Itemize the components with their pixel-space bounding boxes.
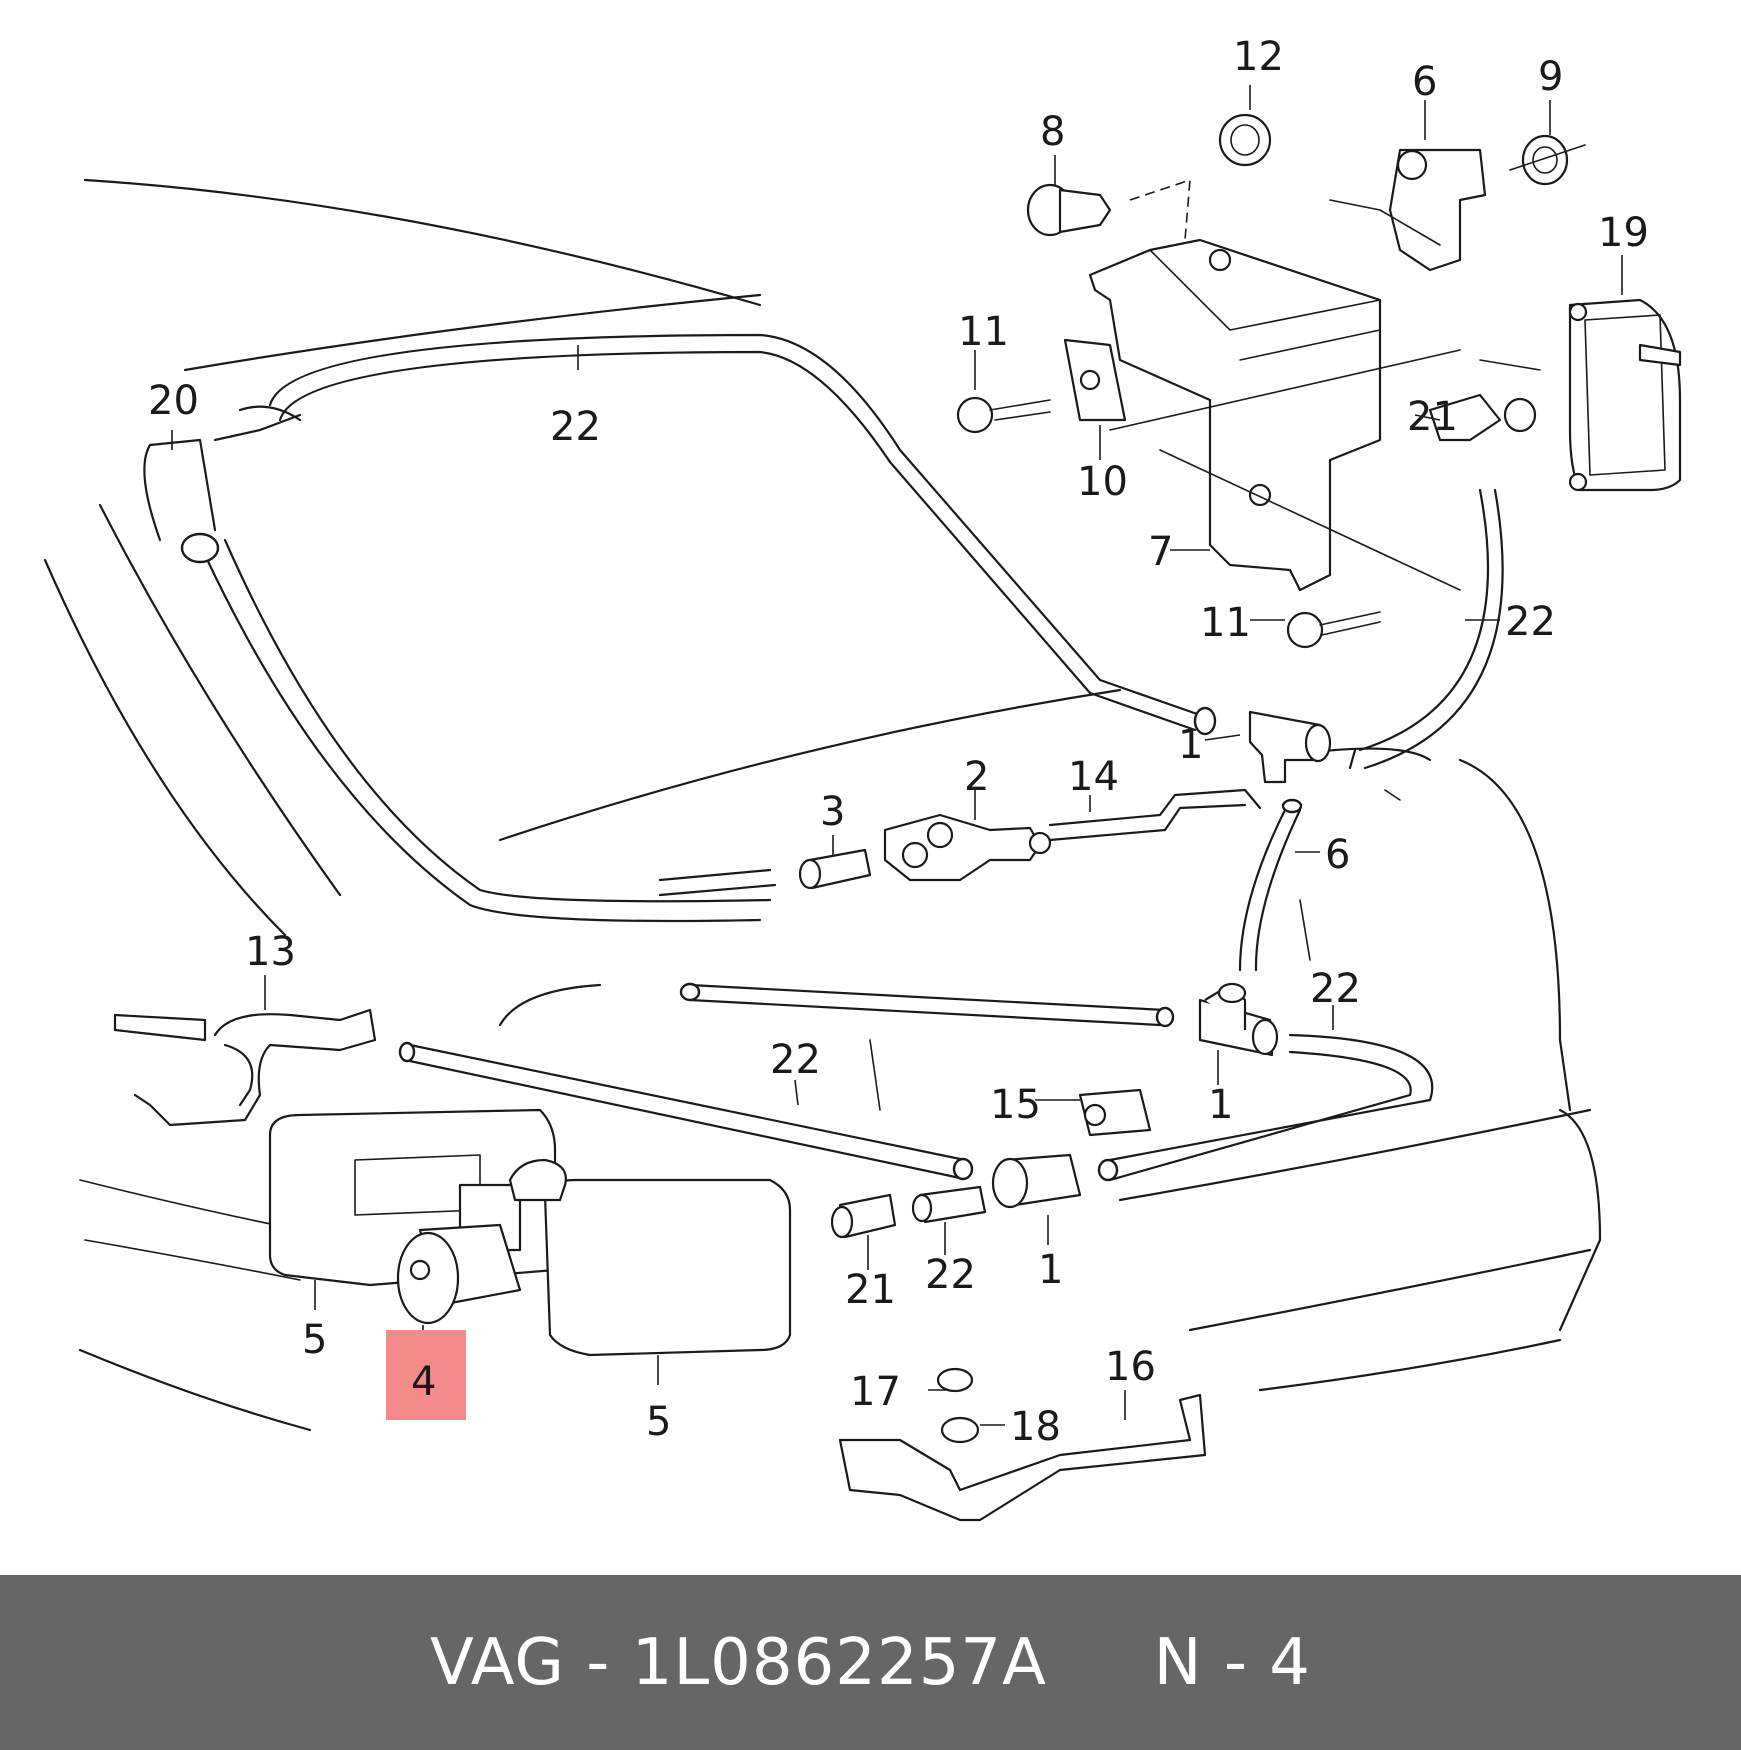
diagram-svg: 12 6 9 8 19 11 20 22 21 10 7 11 22 1 2 1… [43, 34, 1682, 1522]
callouts: 12 6 9 8 19 11 20 22 21 10 7 11 22 1 2 1… [148, 34, 1649, 1450]
callout-16: 16 [1105, 1344, 1156, 1390]
callout-8: 8 [1040, 109, 1065, 155]
callout-5: 5 [302, 1317, 327, 1363]
screw-11-bottom [1286, 611, 1381, 649]
callout-5: 5 [646, 1399, 671, 1445]
callout-6: 6 [1325, 832, 1350, 878]
hose-22-lower [398, 1041, 974, 1181]
callout-11: 11 [1200, 600, 1251, 646]
callout-1: 1 [1038, 1247, 1063, 1293]
hose-22-top [143, 333, 1217, 923]
hose-14 [1048, 788, 1262, 842]
callout-22: 22 [770, 1037, 821, 1083]
callout-18: 18 [1010, 1404, 1061, 1450]
callout-2: 2 [964, 754, 989, 800]
highlight-box [386, 1330, 466, 1420]
part-number-label: VAG - 1L0862257A N - 4 [430, 1625, 1311, 1700]
connector-3 [798, 848, 872, 890]
part-number-footer: VAG - 1L0862257A N - 4 [0, 1575, 1741, 1750]
washer-reservoir [268, 1108, 792, 1357]
body-outline [43, 178, 1602, 1432]
connector-21-bottom [830, 1193, 897, 1239]
connector-1-mid [1198, 982, 1279, 1057]
callout-21: 21 [845, 1267, 896, 1313]
callout-1: 1 [1178, 722, 1203, 768]
callout-22: 22 [925, 1252, 976, 1298]
spring-9 [1509, 134, 1586, 186]
valve-2 [883, 813, 1052, 882]
callout-21: 21 [1407, 394, 1458, 440]
lever-6-top [1329, 148, 1487, 272]
callout-1: 1 [1208, 1082, 1233, 1128]
callout-13: 13 [245, 929, 296, 975]
callout-22: 22 [1505, 599, 1556, 645]
bracket-16 [838, 1367, 1207, 1522]
callout-15: 15 [990, 1082, 1041, 1128]
guide-line-2 [1159, 449, 1461, 591]
hose-6 [1238, 798, 1303, 972]
hose-22-center [679, 982, 1175, 1028]
connector-1-bottom [991, 1153, 1082, 1209]
callout-12: 12 [1233, 34, 1284, 80]
callout-7: 7 [1148, 529, 1173, 575]
clamp-13 [113, 1008, 377, 1127]
callout-17: 17 [850, 1369, 901, 1415]
clip-10 [1063, 338, 1127, 422]
parts-diagram: 12 6 9 8 19 11 20 22 21 10 7 11 22 1 2 1… [43, 34, 1682, 1522]
bracket-7 [1088, 238, 1382, 592]
guide-line-1 [1109, 349, 1461, 431]
callout-11: 11 [958, 309, 1009, 355]
callout-19: 19 [1598, 210, 1649, 256]
callout-4: 4 [411, 1359, 436, 1405]
callout-9: 9 [1538, 54, 1563, 100]
leader-lines [171, 85, 1623, 1426]
callout-22: 22 [550, 404, 601, 450]
screw-11-top [956, 396, 1051, 434]
clip-15 [1078, 1088, 1152, 1137]
callout-10: 10 [1077, 459, 1128, 505]
plug-8 [1026, 178, 1191, 241]
callout-20: 20 [148, 378, 199, 424]
hose-stub [658, 868, 777, 897]
callout-14: 14 [1068, 754, 1119, 800]
hose-22-right-lower [1097, 1033, 1434, 1182]
callout-6: 6 [1412, 59, 1437, 105]
connector-22-bottom [911, 1185, 987, 1224]
hose-22-right [1348, 488, 1504, 770]
spring-12 [1218, 113, 1272, 167]
callout-22: 22 [1310, 966, 1361, 1012]
connector-1-top [1248, 710, 1332, 784]
hose-21-top [1428, 393, 1537, 442]
motor-19 [1479, 298, 1682, 492]
callout-3: 3 [820, 789, 845, 835]
